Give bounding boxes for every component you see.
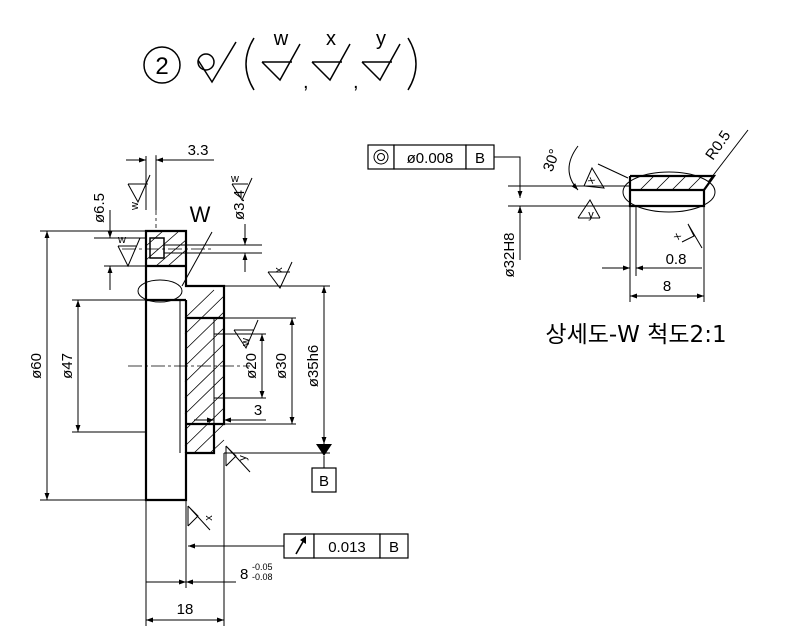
circled-number: 2 (155, 53, 168, 80)
dim-d3-4: ø3.4 (231, 190, 248, 220)
surface-symbol-x: x (311, 28, 351, 82)
surface-symbol-w-small: w w (117, 174, 151, 268)
detail-label-w: W (190, 202, 211, 227)
general-surface-symbol (197, 41, 237, 84)
dim-d6-5: ø6.5 (91, 193, 108, 223)
svg-text:y: y (376, 28, 386, 50)
dim-8-upper: -0.05 (252, 562, 273, 572)
surface-symbol-x-od: x (267, 261, 293, 289)
svg-text:y: y (588, 209, 594, 221)
dim-3: 3 (254, 402, 262, 419)
concentricity-datum: B (475, 150, 485, 167)
dim-0-8: 0.8 (666, 251, 687, 268)
svg-text:y: y (237, 455, 249, 461)
svg-text:x: x (203, 515, 215, 521)
paren-open (245, 37, 255, 91)
detail-boundary (622, 171, 716, 213)
small-hole (149, 237, 165, 259)
dim-8-detail: 8 (663, 278, 671, 295)
surface-finish-header: 2 w , x , y (143, 28, 417, 93)
concentricity-value: ø0.008 (407, 150, 454, 167)
datum-feature-b: B (311, 444, 337, 493)
svg-text:B: B (319, 473, 329, 490)
runout-control-frame: 0.013 B (188, 533, 409, 559)
radius-r0-5: R0.5 (702, 128, 734, 164)
dim-d35h6: ø35h6 (305, 345, 322, 388)
runout-value: 0.013 (328, 539, 366, 556)
comma: , (353, 71, 359, 93)
surface-symbol-y: y (361, 28, 401, 82)
surface-symbol-w: w (261, 28, 301, 82)
svg-text:x: x (326, 28, 336, 50)
detail-view-w: ø0.008 B ø32H8 30° R0.5 x y (367, 128, 749, 348)
dim-d32H8: ø32H8 (501, 232, 518, 277)
svg-text:w: w (230, 173, 239, 185)
svg-text:x: x (273, 267, 285, 273)
surface-symbol-x-face: x (187, 505, 215, 531)
dim-d47: ø47 (59, 353, 76, 379)
svg-text:x: x (585, 175, 598, 186)
dim-d60: ø60 (28, 353, 45, 379)
surface-symbol-y: y (225, 445, 251, 473)
svg-text:x: x (671, 231, 684, 242)
dim-18: 18 (177, 601, 194, 618)
dim-d30: ø30 (273, 353, 290, 379)
surface-symbol-w-hole: w (230, 173, 253, 202)
detail-surface-symbol-y: y (577, 199, 601, 221)
surface-symbol-w-bore: w (233, 319, 259, 350)
dim-8-lower: -0.08 (252, 572, 273, 582)
detail-surface-symbol-x-face: x (671, 223, 703, 249)
detail-circle-w (137, 279, 183, 303)
concentricity-control-frame: ø0.008 B (367, 144, 523, 198)
runout-datum: B (389, 539, 399, 556)
angle-30: 30° (540, 147, 564, 174)
main-section-view: W 3.3 ø6.5 w w ø3.4 w ø60 (28, 142, 409, 626)
svg-text:w: w (240, 338, 252, 347)
svg-text:w: w (129, 202, 141, 211)
dim-d20: ø20 (243, 353, 260, 379)
dim-3-3: 3.3 (188, 142, 209, 159)
svg-text:w: w (273, 28, 289, 50)
detail-caption: 상세도-W 척도2:1 (545, 322, 726, 348)
svg-text:w: w (117, 234, 126, 246)
detail-surface-symbol-x: x (583, 166, 605, 189)
dim-8-nominal: 8 (240, 566, 248, 583)
paren-close (407, 37, 417, 91)
comma: , (303, 71, 309, 93)
